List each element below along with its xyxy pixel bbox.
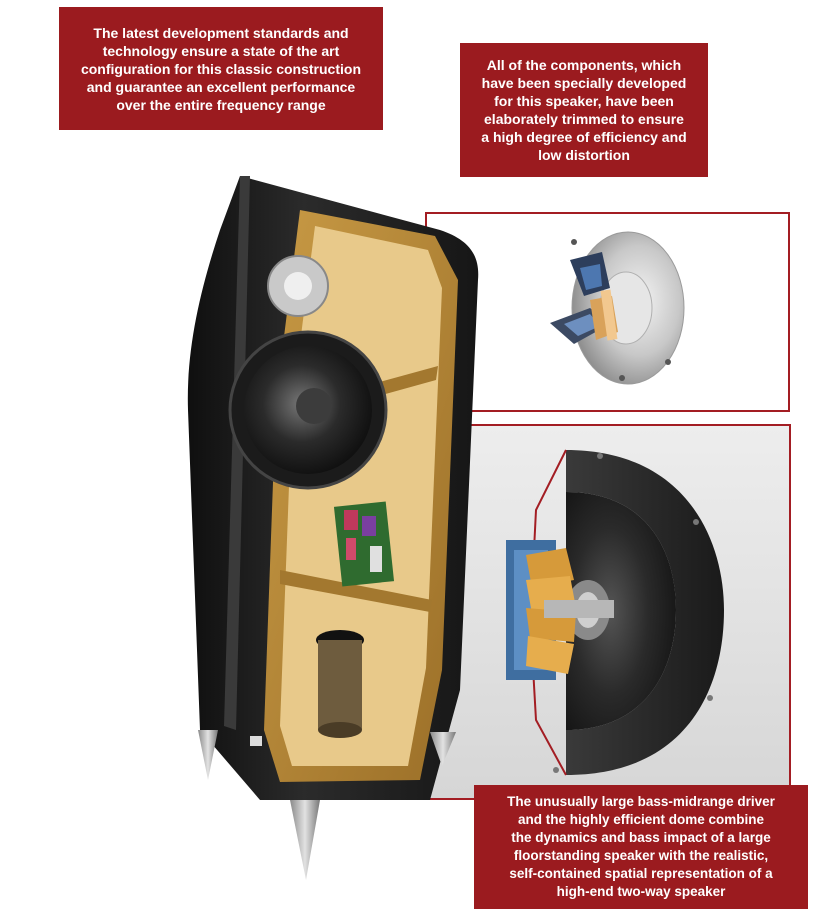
callout-components-text: All of the components, which have been s… (481, 56, 686, 164)
callout-line: low distortion (538, 147, 630, 163)
callout-design-standards-text: The latest development standards and tec… (81, 24, 361, 114)
speaker-cutaway-image (187, 176, 479, 880)
callout-line: for this speaker, have been (494, 93, 674, 109)
callout-line: the dynamics and bass impact of a large (511, 830, 771, 845)
callout-line: technology ensure a state of the art (102, 42, 340, 59)
tweeter-cutaway-image (550, 231, 685, 385)
callout-line: elaborately trimmed to ensure (484, 111, 684, 127)
callout-line: self-contained spatial representation of… (509, 866, 773, 881)
callout-line: All of the components, which (486, 57, 682, 73)
callout-line: and guarantee an excellent performance (86, 78, 356, 95)
callout-design-standards: The latest development standards and tec… (59, 7, 383, 130)
callout-line: The unusually large bass-midrange driver (507, 794, 775, 809)
callout-bass-driver: The unusually large bass-midrange driver… (474, 785, 808, 909)
callout-line: have been specially developed (481, 75, 687, 91)
callout-line: a high degree of efficiency and (481, 129, 687, 145)
callout-line: configuration for this classic construct… (80, 60, 362, 77)
callout-bass-driver-text: The unusually large bass-midrange driver… (507, 793, 775, 901)
callout-line: high-end two-way speaker (556, 884, 726, 899)
callout-line: and the highly efficient dome combine (517, 812, 765, 827)
woofer-cutaway-image (506, 449, 724, 776)
callout-line: floorstanding speaker with the realistic… (513, 848, 769, 863)
callout-line: over the entire frequency range (116, 96, 326, 113)
callout-components: All of the components, which have been s… (460, 43, 708, 177)
callout-line: The latest development standards and (93, 24, 349, 41)
